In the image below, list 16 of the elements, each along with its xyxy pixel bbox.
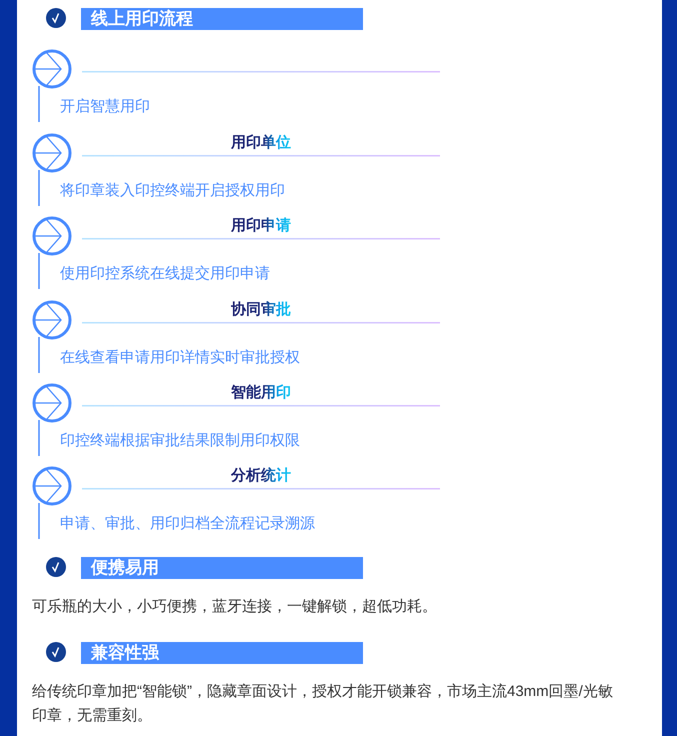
step-title: 用印申请 [231,217,291,234]
step-description: 将印章装入印控终端开启授权用印 [60,181,285,201]
step-description: 在线查看申请用印详情实时审批授权 [60,348,300,368]
step-title: 分析统计 [231,467,291,484]
step-description: 开启智慧用印 [60,97,150,117]
step-title: 智能用印 [231,384,291,401]
paragraph: 可乐瓶的大小，小巧便携，蓝牙连接，一键解锁，超低功耗。 [32,597,438,617]
section-header-bar: 便携易用 [81,557,363,579]
step-title: 用印单位 [231,134,291,151]
section-header-bar: 线上用印流程 [81,8,363,30]
section-header-bar: 兼容性强 [81,642,363,664]
step-description: 申请、审批、用印归档全流程记录溯源 [60,514,315,534]
step-title: 协同审批 [231,301,291,318]
step-description: 印控终端根据审批结果限制用印权限 [60,431,300,451]
paragraph: 给传统印章加把“智能锁”，隐藏章面设计，授权才能开锁兼容，市场主流43mm回墨/光敏印章，无需重刻。 [32,682,614,726]
step-description: 使用印控系统在线提交用印申请 [60,264,270,284]
